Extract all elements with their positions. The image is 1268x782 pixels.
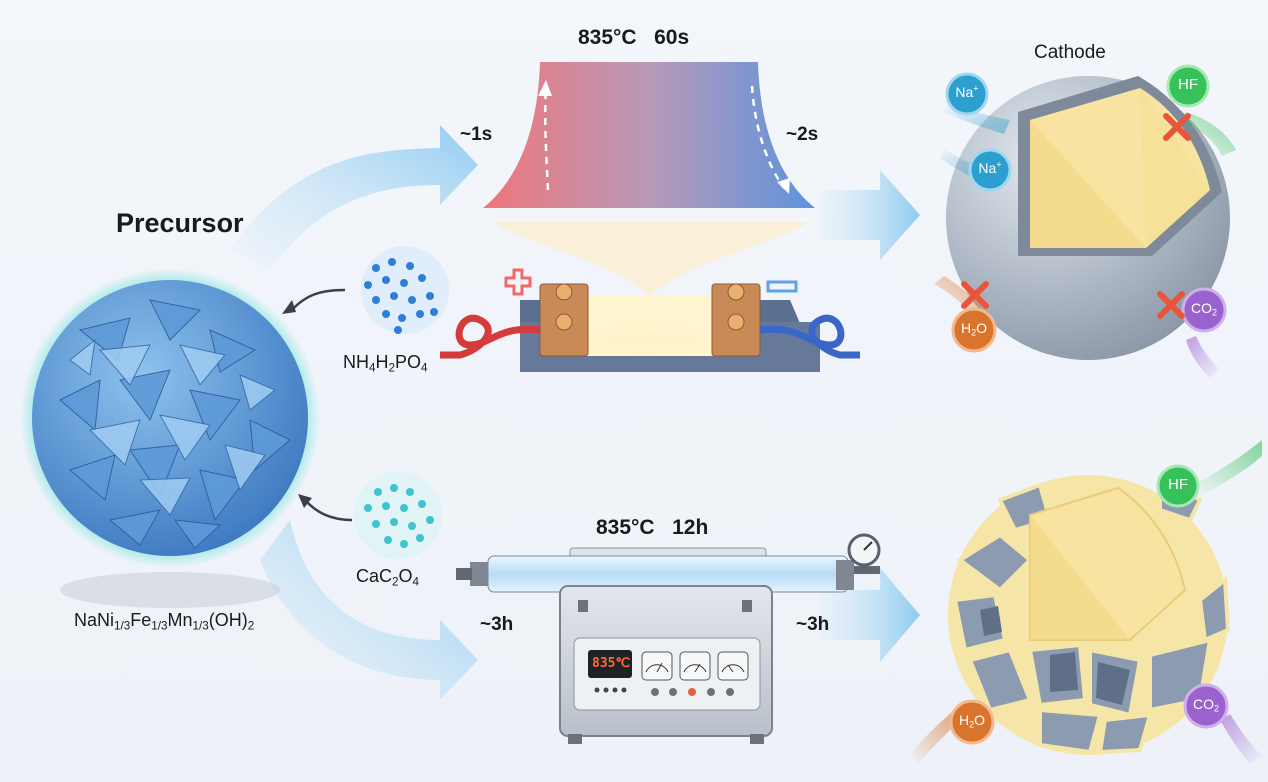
lcd-panel (588, 650, 632, 678)
hf-label: HF (1178, 76, 1198, 93)
flow-arrow-lower (260, 520, 478, 700)
co2-molecule-icon (1181, 287, 1227, 333)
tube-furnace (456, 533, 881, 744)
positive-wire (440, 314, 541, 359)
na-ion-label: Na+ (955, 83, 979, 100)
precursor-label: Precursor (116, 208, 244, 238)
dial-gauges (641, 651, 749, 681)
h2o-label: H2O (960, 320, 988, 338)
negative-wire (759, 314, 860, 359)
cathode-label: Cathode (1034, 42, 1106, 63)
flow-arrow-upper (230, 125, 478, 270)
additive-arrow-lower (304, 499, 353, 522)
furnace-temperature: 835°C (596, 516, 655, 539)
h2o-label: H2O (958, 712, 986, 730)
blocked-cross-icon (961, 281, 989, 309)
co2-label: CO2 (1190, 300, 1218, 318)
rapid-cooling-time: ~2s (786, 124, 819, 145)
plus-icon (504, 268, 532, 296)
additive-arrow-upper (289, 288, 346, 313)
cathode-sphere-uncoated (948, 475, 1231, 755)
hf-molecule-icon (1156, 464, 1200, 508)
cooling-arrow (750, 85, 786, 189)
minus-icon (766, 280, 798, 293)
hf-label: HF (1168, 476, 1188, 493)
rapid-temperature: 835°C (578, 26, 637, 49)
oxalate-formula: CaC2O4 (356, 566, 420, 589)
lcd-readout: 835℃ (592, 656, 631, 671)
joule-heater (440, 268, 860, 372)
na-ion-icon (968, 148, 1012, 192)
furnace-duration: 12h (672, 516, 709, 539)
co2-label: CO2 (1192, 696, 1220, 714)
furnace-conditions: 835°C 12h (596, 516, 708, 540)
rapid-heating-time: ~1s (460, 124, 493, 145)
rapid-duration: 60s (654, 26, 690, 49)
hf-molecule-icon (1166, 64, 1210, 108)
blocked-cross-icon (1157, 291, 1185, 319)
oxalate-particles (354, 471, 442, 559)
flow-arrow-top-right (820, 170, 920, 260)
precursor-formula: NaNi1/3Fe1/3Mn1/3(OH)2 (74, 610, 255, 633)
precursor-sphere (20, 268, 320, 608)
phosphate-particles (361, 246, 449, 334)
temperature-profile (483, 62, 815, 208)
na-ion-label: Na+ (978, 159, 1002, 176)
furnace-heating-time: ~3h (480, 614, 514, 635)
rapid-conditions: 835°C 60s (578, 26, 689, 50)
h2o-molecule-icon (951, 307, 997, 353)
heat-glow (492, 222, 810, 296)
co2-molecule-icon (1183, 683, 1229, 729)
heating-arrow (543, 87, 550, 191)
h2o-molecule-icon (949, 699, 995, 745)
phosphate-formula: NH4H2PO4 (343, 352, 428, 375)
blocked-cross-icon (1163, 113, 1191, 141)
furnace-cooling-time: ~3h (796, 614, 830, 635)
na-ion-icon (945, 72, 989, 116)
